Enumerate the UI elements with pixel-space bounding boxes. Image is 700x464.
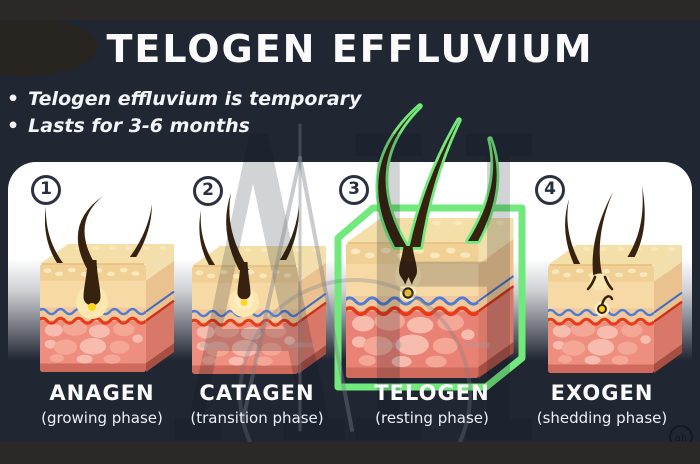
hair-follicle	[83, 260, 101, 306]
hair-strand	[375, 103, 423, 250]
bullet-list: Telogen effluvium is temporary Lasts for…	[7, 86, 361, 140]
phase-label-catagen: CATAGEN (transition phase)	[167, 381, 347, 427]
phase-subtitle: (growing phase)	[41, 409, 163, 427]
phase-number-badge-2: 2	[193, 176, 223, 206]
hair-strand	[199, 210, 215, 265]
dermal-papilla	[240, 299, 248, 306]
phase-name: EXOGEN	[550, 381, 654, 405]
phase-label-exogen: EXOGEN (shedding phase)	[512, 381, 692, 427]
skin-cube-catagen	[192, 193, 327, 374]
letterbox-bar-top	[0, 0, 700, 20]
letterbox-bar-bottom	[0, 442, 700, 464]
phase-name: CATAGEN	[199, 381, 315, 405]
new-hair-curl	[600, 295, 614, 307]
highlight-frame	[334, 204, 526, 391]
dermal-papilla	[597, 304, 607, 314]
phase-number-badge-3: 3	[339, 175, 369, 205]
hair-strand	[565, 199, 581, 264]
hair-strand	[592, 192, 613, 277]
skin-cube-telogen	[334, 103, 526, 391]
hair-strand	[77, 196, 103, 268]
dermal-papilla	[402, 287, 414, 299]
hair-strand	[627, 186, 645, 257]
phase-name: ANAGEN	[49, 381, 155, 405]
bullet-item: Lasts for 3-6 months	[7, 113, 361, 140]
skin-cube-anagen	[40, 196, 175, 372]
hair-strand	[129, 204, 152, 257]
dermal-papilla	[88, 303, 96, 311]
phase-subtitle: (transition phase)	[190, 409, 324, 427]
hair-follicle	[399, 246, 417, 285]
phase-subtitle: (shedding phase)	[536, 409, 668, 427]
svg-text:ah: ah	[675, 433, 688, 444]
phase-number-badge-4: 4	[535, 175, 565, 205]
skin-cube-exogen	[548, 186, 683, 373]
hair-follicle	[237, 262, 251, 300]
phase-name: TELOGEN	[374, 381, 490, 405]
phase-label-anagen: ANAGEN (growing phase)	[12, 381, 192, 427]
page-title: TELOGEN EFFLUVIUM	[106, 27, 594, 71]
hair-strand	[44, 206, 63, 263]
phase-label-telogen: TELOGEN (resting phase)	[342, 381, 522, 427]
hair-strand	[465, 136, 500, 244]
phase-subtitle: (resting phase)	[375, 409, 489, 427]
hair-strand	[279, 205, 300, 260]
hair-strand	[226, 193, 249, 270]
bullet-item: Telogen effluvium is temporary	[7, 86, 361, 113]
hair-strand	[406, 117, 462, 250]
phase-number-badge-1: 1	[31, 175, 61, 205]
